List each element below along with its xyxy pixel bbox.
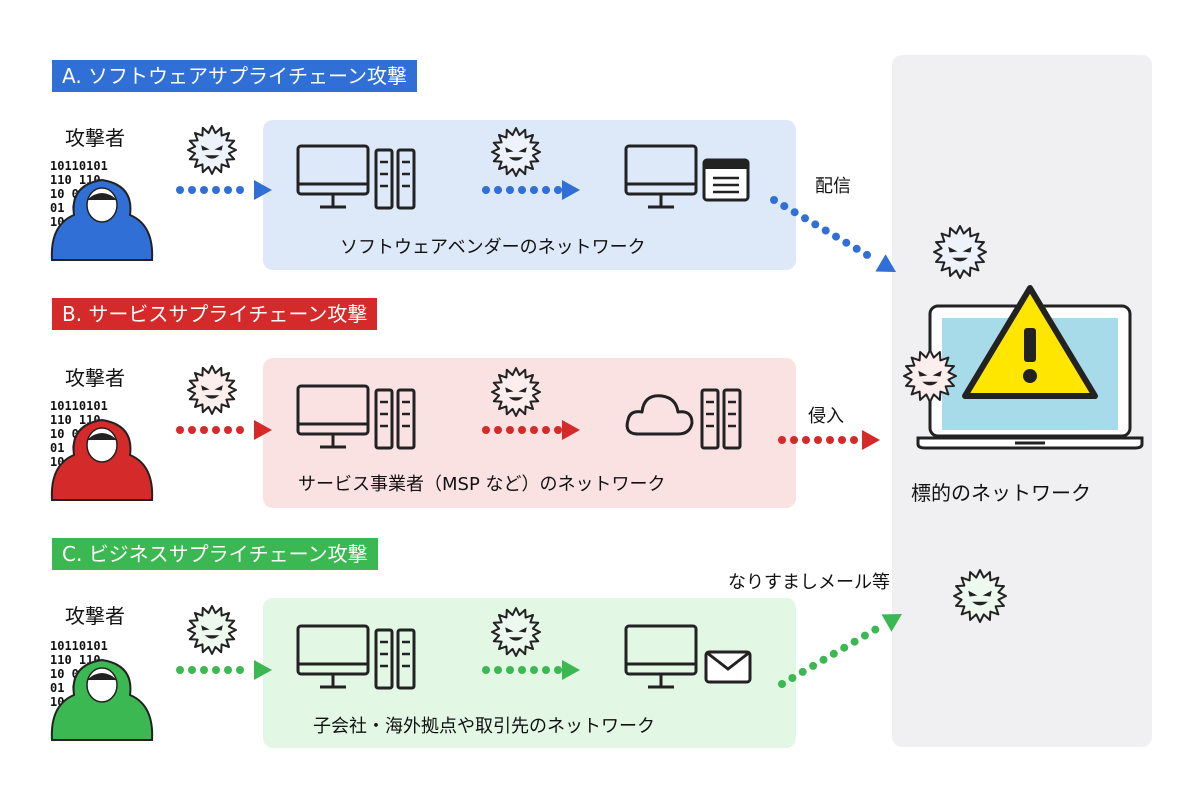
virus-software-1-icon [187, 125, 237, 175]
action-label-spoofing-mail: なりすましメール等 [728, 572, 890, 593]
network-label-software: ソフトウェアベンダーのネットワーク [340, 237, 646, 258]
band-title-business: C. ビジネスサプライチェーン攻撃 [52, 538, 378, 570]
svg-text:10110101: 10110101 [50, 159, 108, 173]
attacker-label-service: 攻撃者 [65, 366, 125, 390]
virus-service-1-icon [187, 365, 237, 415]
action-label-intrusion: 侵入 [808, 406, 844, 427]
arrow-service-2 [482, 420, 580, 440]
virus-business-1-icon [187, 605, 237, 655]
arrow-software-deliver [770, 196, 896, 272]
mail-icon [704, 650, 752, 684]
virus-target-software-icon [933, 225, 987, 279]
virus-target-service-icon [903, 349, 957, 403]
arrow-service-1 [176, 420, 272, 440]
arrow-business-1 [176, 660, 272, 680]
arrow-software-2 [482, 180, 580, 200]
pc-service-1-icon [296, 384, 370, 449]
band-title-service: B. サービスサプライチェーン攻撃 [52, 298, 378, 330]
action-label-distribute: 配信 [815, 176, 851, 197]
target-network-label: 標的のネットワーク [911, 481, 1091, 505]
arrow-service-intrude [778, 430, 880, 450]
server-software-1-icon [374, 148, 416, 210]
virus-business-2-icon [491, 607, 541, 657]
svg-text:10110101: 10110101 [50, 399, 108, 413]
server-service-1-icon [374, 388, 416, 450]
virus-software-2-icon [491, 127, 541, 177]
window-icon [702, 158, 750, 202]
cloud-icon [625, 394, 694, 436]
pc-business-1-icon [296, 624, 370, 689]
attacker-label-business: 攻撃者 [65, 604, 125, 628]
arrow-software-1 [176, 180, 272, 200]
pc-software-2-icon [624, 144, 698, 209]
svg-text:10110101: 10110101 [50, 639, 108, 653]
server-business-1-icon [374, 628, 416, 690]
virus-service-2-icon [491, 367, 541, 417]
band-title-software: A. ソフトウェアサプライチェーン攻撃 [52, 60, 418, 92]
attacker-label-software: 攻撃者 [65, 126, 125, 150]
target-laptop-icon [916, 285, 1144, 450]
virus-target-business-icon [953, 569, 1007, 623]
pc-software-1-icon [296, 144, 370, 209]
pc-business-2-icon [624, 624, 698, 689]
arrow-business-spoof [778, 614, 902, 688]
arrow-business-2 [482, 660, 580, 680]
network-label-business: 子会社・海外拠点や取引先のネットワーク [313, 716, 655, 737]
network-label-service: サービス事業者（MSP など）のネットワーク [298, 474, 666, 495]
server-service-2-icon [700, 388, 742, 450]
